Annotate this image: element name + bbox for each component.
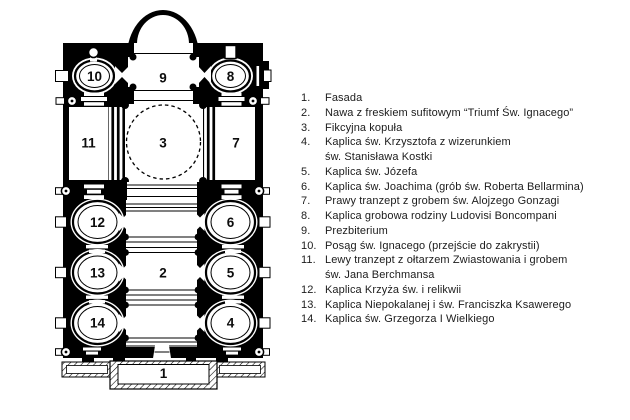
legend-item: 7. Prawy tranzept z grobem św. Alojzego G… bbox=[301, 194, 627, 209]
nave-entry-strip bbox=[127, 182, 197, 200]
plan-label-1: 1 bbox=[160, 366, 168, 381]
bowtie-passages-top bbox=[115, 66, 211, 84]
legend-item-text: Kaplica św. Krzysztofa z wizerunkiem bbox=[325, 136, 511, 149]
nave bbox=[122, 200, 202, 347]
plan-label-13: 13 bbox=[90, 266, 106, 281]
chapel-oval-5 bbox=[203, 249, 258, 296]
legend-item-number: 3. bbox=[301, 121, 311, 134]
top-stub bbox=[224, 44, 237, 60]
legend-item-text: Prezbiterium bbox=[325, 224, 388, 237]
legend-item-number: 5. bbox=[301, 165, 311, 178]
legend-item: 1. Fasada bbox=[301, 91, 627, 106]
legend-item: 9. Prezbiterium bbox=[301, 224, 627, 239]
legend-item-number: 14. bbox=[301, 313, 317, 326]
nave-piers bbox=[122, 233, 202, 342]
fake-dome-dashed-circle bbox=[125, 104, 202, 180]
legend-item-text: Kaplica grobowa rodziny Ludovisi Boncomp… bbox=[325, 210, 557, 222]
plan-label-4: 4 bbox=[227, 316, 235, 331]
left-wall-tab bbox=[55, 70, 69, 82]
legend-item: 3. Fikcyjna kopuła bbox=[301, 121, 627, 136]
side-chapel-ovals bbox=[70, 198, 258, 347]
legend-item-text: św. Stanisława Kostki bbox=[325, 151, 433, 163]
legend-item-text: Nawa z freskiem sufitowym “Triumf Św. Ig… bbox=[325, 106, 574, 119]
legend-item-continuation: św. Jana Berchmansa bbox=[301, 268, 627, 283]
plan-label-3: 3 bbox=[159, 136, 167, 151]
legend-item: 10. Posąg św. Ignacego (przejście do zakr… bbox=[301, 239, 627, 254]
entrance-door bbox=[152, 345, 172, 362]
chapel-connector-bars bbox=[83, 245, 244, 355]
plan-label-7: 7 bbox=[232, 136, 240, 151]
chapel-oval-6 bbox=[203, 198, 258, 246]
legend-item-text: Kaplica św. Józefa bbox=[325, 165, 418, 178]
small-dome-circle bbox=[87, 46, 100, 59]
legend-item-text: Kaplica św. Joachima (grób św. Roberta B… bbox=[325, 180, 584, 193]
apse-interior bbox=[137, 15, 189, 44]
legend-item: 14. Kaplica św. Grzegorza I Wielkiego bbox=[301, 312, 627, 327]
plan-label-8: 8 bbox=[227, 69, 235, 84]
legend-item: 11. Lewy tranzept z ołtarzem Zwiastowania… bbox=[301, 253, 627, 268]
facade-steps bbox=[61, 360, 266, 390]
door-slit bbox=[256, 66, 260, 86]
legend-item-number: 4. bbox=[301, 136, 311, 149]
legend-item: 4. Kaplica św. Krzysztofa z wizerunkiem bbox=[301, 135, 627, 150]
plan-label-2: 2 bbox=[159, 266, 167, 281]
chapel-oval-10 bbox=[55, 46, 117, 95]
legend-item-text: Kaplica Krzyża św. i relikwii bbox=[325, 283, 462, 296]
right-transept bbox=[217, 107, 255, 180]
legend-item: 8. Kaplica grobowa rodziny Ludovisi Bonco… bbox=[301, 209, 627, 224]
plan-label-6: 6 bbox=[227, 215, 235, 230]
legend-item: 2. Nawa z freskiem sufitowym “Triumf Św. … bbox=[301, 106, 627, 121]
legend-item-text: Prawy tranzept z grobem św. Alojzego Gon… bbox=[325, 195, 560, 208]
plan-label-14: 14 bbox=[90, 316, 106, 331]
legend-item-text: Kaplica Niepokalanej i św. Franciszka Ks… bbox=[325, 298, 572, 311]
legend-item-text: Posąg św. Ignacego (przejście do zakryst… bbox=[325, 239, 540, 252]
chapel-bowtie-passages bbox=[119, 213, 205, 332]
plan-label-10: 10 bbox=[87, 69, 102, 84]
chapel-oval-13 bbox=[70, 249, 125, 296]
legend-item-number: 1. bbox=[301, 92, 311, 104]
legend-item: 6. Kaplica św. Joachima (grób św. Roberta… bbox=[301, 180, 627, 195]
pilaster-bands bbox=[108, 107, 218, 180]
mid-connector-bars bbox=[84, 184, 242, 199]
legend-item-number: 8. bbox=[301, 210, 311, 222]
wall-column-markers bbox=[55, 95, 270, 358]
chapel-oval-8 bbox=[208, 44, 272, 95]
presbytery bbox=[128, 43, 199, 104]
legend-item: 13. Kaplica Niepokalanej i św. Franciszka… bbox=[301, 298, 627, 313]
legend-item-number: 6. bbox=[301, 180, 311, 193]
legend-item: 12. Kaplica Krzyża św. i relikwii bbox=[301, 283, 627, 298]
plan-number-labels: 10 9 8 11 3 7 12 6 13 2 5 14 4 1 bbox=[81, 69, 239, 381]
legend: 1. Fasada 2. Nawa z freskiem sufitowym “Tr… bbox=[301, 91, 627, 327]
right-wall-tab bbox=[263, 69, 272, 82]
legend-item-number: 2. bbox=[301, 106, 311, 119]
legend-item-text: Kaplica św. Grzegorza I Wielkiego bbox=[325, 313, 495, 326]
plan-label-5: 5 bbox=[227, 266, 235, 281]
legend-item: 5. Kaplica św. Józefa bbox=[301, 165, 627, 180]
legend-item-text: Lewy tranzept z ołtarzem Zwiastowania i … bbox=[325, 254, 568, 267]
legend-item-continuation: św. Stanisława Kostki bbox=[301, 150, 627, 165]
left-transept bbox=[69, 107, 108, 180]
chapel-oval-14 bbox=[70, 299, 125, 347]
legend-item-number: 9. bbox=[301, 224, 311, 237]
plan-label-9: 9 bbox=[159, 71, 167, 86]
chapel-oval-4 bbox=[203, 299, 258, 347]
legend-item-text: Fasada bbox=[325, 92, 363, 104]
chapel-oval-12 bbox=[70, 198, 125, 246]
legend-item-number: 11. bbox=[301, 254, 316, 267]
passage-bars-below-10-8 bbox=[81, 92, 245, 106]
legend-item-text: św. Jana Berchmansa bbox=[325, 269, 435, 281]
legend-item-text: Fikcyjna kopuła bbox=[325, 121, 403, 134]
plan-label-11: 11 bbox=[81, 136, 96, 151]
chapel-wall-tabs bbox=[55, 216, 271, 329]
plan-label-12: 12 bbox=[90, 215, 105, 230]
legend-item-number: 7. bbox=[301, 195, 311, 208]
legend-item-number: 12. bbox=[301, 283, 317, 296]
legend-item-number: 10. bbox=[301, 239, 317, 252]
legend-item-number: 13. bbox=[301, 298, 317, 311]
